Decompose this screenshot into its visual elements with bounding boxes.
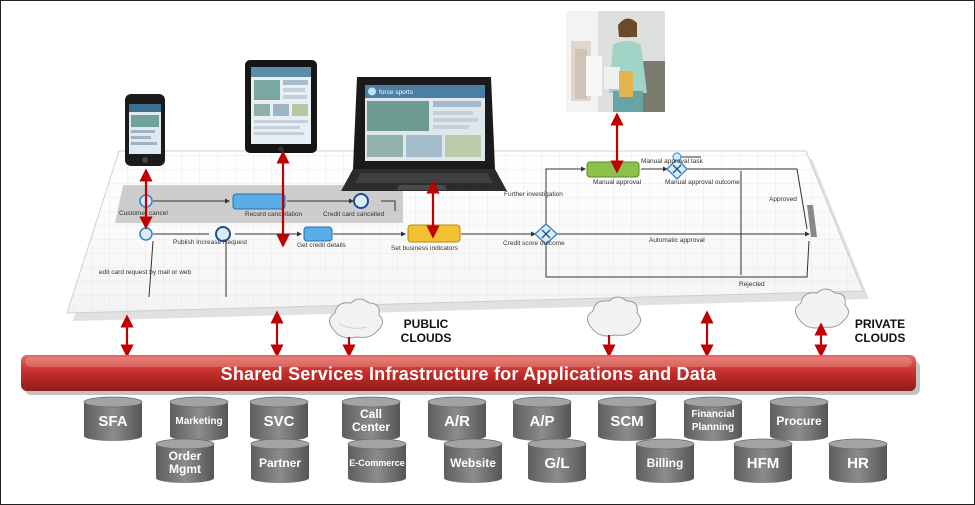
system-label: SVC [263, 412, 295, 430]
label-customer-cancel: Customer cancel [119, 210, 168, 217]
system-cylinder-body [734, 444, 792, 483]
smartphone [125, 94, 165, 166]
system-label: G/L [544, 454, 570, 472]
label-set-business-indicators: Set business indicators [391, 245, 459, 252]
system-cylinder-body [348, 444, 406, 483]
system-cylinder-top [443, 438, 503, 450]
system-label: SFA [98, 412, 128, 430]
infrastructure-bar [21, 355, 920, 395]
label-credit-card-cancelled: Credit card cancelled [323, 211, 384, 218]
system-cylinder-top [527, 438, 587, 450]
laptop: force sports [341, 77, 507, 191]
label-automatic-approval: Automatic approval [649, 237, 705, 244]
system-label: HR [847, 454, 869, 472]
device-arrows [139, 112, 624, 248]
label-record-cancellation: Record cancellation [245, 211, 302, 218]
system-cylinder-body [84, 402, 142, 441]
system-label: Website [450, 455, 496, 470]
system-cylinder-body [250, 402, 308, 441]
get-credit-details-task [303, 226, 333, 242]
system-label: Marketing [175, 415, 223, 427]
system-cylinder-top [733, 438, 793, 450]
label-rejected: Rejected [739, 281, 765, 288]
label-manual-approval-outcome: Manual approval outcome [665, 179, 740, 186]
system-cylinder-body [444, 444, 502, 483]
shopping-photo [566, 11, 665, 112]
system-cylinder-body [170, 402, 228, 441]
system-cylinder-body [829, 444, 887, 483]
system-label: A/R [444, 412, 470, 430]
label-further-investigation: Further investigation [504, 191, 563, 198]
system-label: E-Commerce [349, 457, 405, 468]
system-label: Order Mgmt [168, 449, 202, 476]
system-label: A/P [529, 412, 555, 430]
credit-card-cancelled-event [353, 193, 369, 209]
public-clouds-label: PUBLIC CLOUDS [383, 317, 469, 345]
system-cylinder-body [684, 402, 742, 441]
manual-approval-task-event [672, 152, 682, 162]
system-cylinder-body [156, 444, 214, 483]
start-event [139, 227, 153, 241]
public-clouds-text: PUBLIC CLOUDS [400, 317, 452, 345]
system-cylinder-top [169, 396, 229, 408]
record-cancellation-task [232, 193, 286, 210]
process-flow-lines [148, 156, 810, 298]
system-cylinder-body [342, 402, 400, 441]
system-cylinder-top [83, 396, 143, 408]
public-cloud-icon [329, 298, 383, 339]
system-cylinder-top [683, 396, 743, 408]
infrastructure-arrows [120, 310, 828, 358]
system-label: Procure [776, 413, 822, 428]
system-label: Partner [258, 455, 302, 470]
tablet [245, 60, 317, 153]
private-clouds-text: PRIVATE CLOUDS [854, 317, 906, 345]
system-cylinder-top [155, 438, 215, 450]
private-clouds-label: PRIVATE CLOUDS [843, 317, 917, 345]
infrastructure-bar-label: Shared Services Infrastructure for Appli… [220, 364, 717, 384]
system-cylinder-body [598, 402, 656, 441]
system-cylinder-top [512, 396, 572, 408]
system-cylinder-top [427, 396, 487, 408]
system-cylinder-top [597, 396, 657, 408]
label-approved: Approved [769, 196, 797, 203]
system-label: Call Center [351, 407, 390, 434]
system-cylinder-body [513, 402, 571, 441]
manual-approval-task [586, 161, 640, 178]
system-cylinder-body [770, 402, 828, 441]
end-bar [807, 205, 817, 237]
system-label: HFM [746, 454, 780, 472]
system-cylinder-body [428, 402, 486, 441]
system-cylinder-top [341, 396, 401, 408]
system-cylinder-top [347, 438, 407, 450]
label-get-credit-details: Get credit details [297, 242, 347, 249]
label-manual-approval: Manual approval [593, 179, 642, 186]
system-cylinder-body [636, 444, 694, 483]
laptop-brand: force sports [379, 89, 414, 96]
system-cylinder-top [250, 438, 310, 450]
system-cylinder-body [528, 444, 586, 483]
label-edit-card-request: edit card request by mail or web [99, 269, 192, 276]
publish-request-event [215, 226, 231, 242]
system-cylinder-top [828, 438, 888, 450]
label-credit-score-outcome: Credit score outcome [503, 240, 565, 247]
system-label: Financial Planning [691, 409, 735, 433]
system-cylinders [83, 396, 888, 483]
system-cylinder-top [769, 396, 829, 408]
system-cylinder-top [249, 396, 309, 408]
system-label: Billing [646, 455, 684, 470]
system-cylinder-top [635, 438, 695, 450]
system-cylinder-body [251, 444, 309, 483]
label-publish-increase-request: Publish Increase Request [173, 239, 247, 246]
center-cloud-icon [587, 296, 641, 337]
system-label: SCM [610, 412, 644, 430]
label-manual-approval-task: Manual approval task [641, 158, 704, 165]
